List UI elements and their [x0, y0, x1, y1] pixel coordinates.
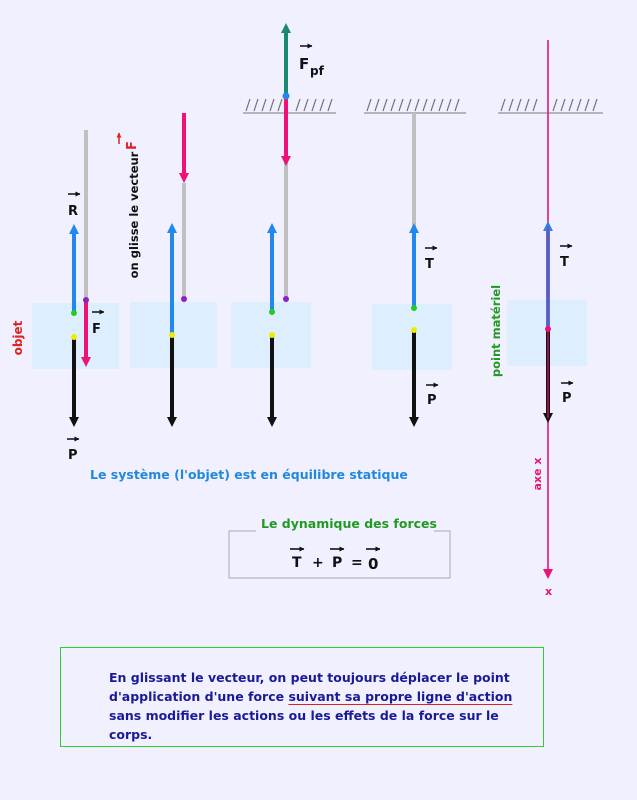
svg-text:F: F	[92, 322, 101, 337]
label-P-4: P	[426, 382, 439, 408]
point-purple-3	[283, 296, 289, 302]
caption-underlined-phrase: suivant sa propre ligne d'action	[288, 689, 513, 704]
point-yellow-3	[269, 332, 275, 338]
ceiling-3	[243, 98, 336, 114]
svg-text:0: 0	[368, 555, 378, 573]
label-F-1: F	[92, 309, 105, 337]
label-P-5: P	[561, 380, 574, 406]
svg-text:P: P	[332, 555, 342, 571]
label-objet: objet	[11, 320, 25, 355]
label-T-4: T	[425, 245, 438, 272]
equilibrium-text: Le système (l'objet) est en équilibre st…	[90, 467, 408, 482]
point-yellow-4	[411, 327, 417, 333]
point-yellow-1	[71, 334, 77, 340]
svg-text:T: T	[560, 255, 569, 270]
label-glisse-F: F	[116, 132, 140, 150]
caption-text: En glissant le vecteur, on peut toujours…	[109, 668, 539, 744]
label-point-materiel: point matériel	[489, 285, 503, 377]
svg-text:pf: pf	[310, 64, 325, 78]
label-R: R	[68, 191, 81, 219]
point-purple-2	[181, 296, 187, 302]
svg-text:T: T	[292, 555, 302, 571]
ceiling-4	[364, 98, 466, 114]
label-glisse: on glisse le vecteur	[127, 151, 141, 278]
svg-text:R: R	[68, 204, 78, 219]
caption-line-2-pre: d'application d'une force	[109, 689, 289, 704]
point-green-4	[411, 305, 417, 311]
label-Fpf: F pf	[299, 43, 325, 78]
svg-text:P: P	[562, 391, 572, 406]
caption-line-1: En glissant le vecteur, on peut toujours…	[109, 670, 510, 685]
dynamics-title: Le dynamique des forces	[261, 516, 437, 531]
svg-text:T: T	[425, 257, 434, 272]
label-T-5: T	[560, 243, 573, 270]
caption-line-3: sans modifier les actions ou les effets …	[109, 708, 499, 742]
point-blue-3	[282, 92, 290, 100]
label-P-1: P	[67, 436, 80, 463]
caption-box: En glissant le vecteur, on peut toujours…	[60, 647, 544, 747]
point-green-3	[269, 309, 275, 315]
svg-text:P: P	[427, 393, 437, 408]
point-material-dot	[545, 326, 551, 332]
svg-text:F: F	[125, 141, 140, 150]
svg-text:=: =	[351, 555, 363, 571]
point-yellow-2	[169, 332, 175, 338]
ceiling-5	[498, 98, 603, 114]
dynamics-title-bg	[256, 523, 434, 537]
label-x-end: x	[545, 585, 552, 598]
svg-text:+: +	[312, 555, 324, 571]
point-purple-1	[83, 297, 89, 303]
dynamics-equation: T + P = 0	[290, 546, 381, 573]
svg-text:P: P	[68, 448, 78, 463]
caption-line-2: d'application d'une force suivant sa pro…	[109, 687, 539, 706]
label-axe-x: axe x	[531, 458, 544, 491]
svg-text:F: F	[299, 55, 309, 73]
point-green-1	[71, 310, 77, 316]
